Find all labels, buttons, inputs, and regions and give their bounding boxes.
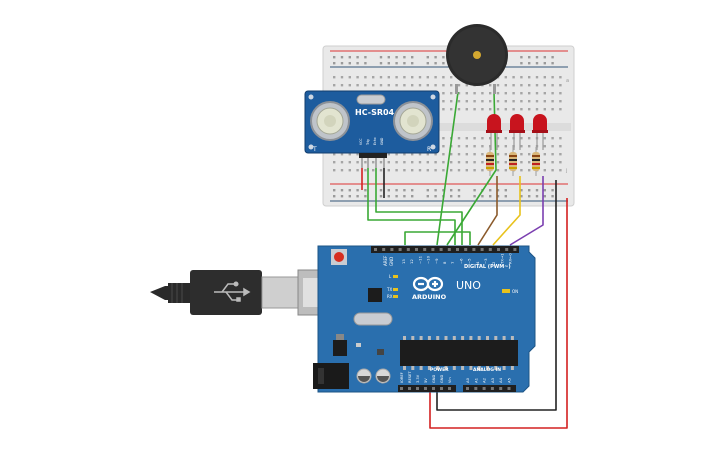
sensor-pin-vcc: VCC (359, 138, 363, 145)
reset-button-icon (331, 249, 347, 265)
sensor-t-marking: T (312, 146, 317, 153)
digital-pin-label: ~6 (458, 258, 463, 264)
resistors (486, 147, 540, 176)
power-pin-label: IOREF (400, 372, 404, 383)
analog-pin-label: A1 (473, 377, 478, 383)
digital-label: DIGITAL (PWM~) (464, 264, 511, 270)
digital-pin-label: ~10 (426, 255, 431, 264)
power-pin-label: 3.3V (416, 374, 420, 383)
wire-red-power (429, 198, 568, 429)
gnd-label: GND (389, 257, 394, 266)
sensor-r-marking: R (427, 146, 431, 153)
digital-pin-label: ~9 (434, 258, 439, 264)
led-3 (532, 114, 548, 150)
digital-pin-label: 4 (475, 261, 480, 264)
wire-brown (477, 176, 498, 246)
transducer-right-icon (393, 101, 433, 141)
mcu-pins (403, 336, 514, 370)
usb-icon (214, 281, 251, 302)
analog-pin-label: A2 (482, 377, 487, 383)
wire-green-buzzer-1 (436, 91, 459, 246)
ultrasonic-sensor: HC-SR04 T R VCC Trig Echo GND (304, 90, 440, 168)
digital-pin-label: 12 (409, 259, 414, 264)
power-pin-label: GND (440, 375, 444, 383)
row-label-a: a (566, 78, 569, 84)
led-l-label: L (389, 274, 392, 279)
digital-pin-label: TX→1 (499, 253, 504, 265)
rx-label: RX (387, 294, 393, 299)
power-pin-label: RESET (408, 371, 412, 383)
digital-pin-label: 13 (401, 259, 406, 264)
digital-pin-label: 7 (450, 261, 455, 264)
aref-label: AREF (383, 255, 388, 266)
wire-green-2 (375, 168, 463, 245)
digital-pin-label: ~5 (467, 258, 472, 264)
analog-pin-label: A4 (498, 377, 503, 383)
power-jack-icon (313, 363, 349, 389)
digital-pin-label: 2 (491, 261, 496, 264)
power-pin-label: 5V (424, 378, 428, 383)
sensor-model: HC-SR04 (355, 108, 395, 117)
wire-black-power (436, 180, 557, 411)
digital-pin-label: RX←0 (508, 253, 513, 264)
wires (361, 91, 568, 429)
row-label-j: j (565, 168, 567, 174)
sensor-pin-trig: Trig (366, 139, 370, 146)
digital-header (374, 248, 517, 251)
on-label: ON (512, 289, 518, 294)
analog-pin-label: A0 (465, 377, 470, 383)
resistor-2 (509, 147, 517, 176)
arduino-brand: ARDUINO (412, 293, 447, 301)
led-2 (509, 114, 525, 150)
digital-pin-label: 8 (442, 261, 447, 264)
sensor-pin-echo: Echo (373, 137, 377, 145)
power-pin-label: GND (432, 375, 436, 383)
leds (486, 114, 548, 150)
digital-pin-label: ~3 (483, 258, 488, 264)
wire-purple (509, 176, 544, 246)
board-name: UNO (456, 279, 481, 292)
sensor-pin-labels: VCC Trig Echo GND (359, 137, 384, 146)
analog-pin-label: A3 (490, 377, 495, 383)
digital-pin-label: ~11 (417, 255, 422, 264)
analog-pin-label: A5 (507, 377, 512, 383)
wire-yellow (492, 176, 521, 246)
analog-label: ANALOG IN (473, 367, 501, 373)
power-label: POWER (430, 367, 449, 373)
led-1 (486, 114, 502, 150)
tx-label: TX (386, 287, 392, 292)
breadboard-row-labels: a j (565, 78, 569, 174)
sensor-header-pins (359, 153, 387, 168)
arduino-logo-icon (412, 276, 444, 292)
piezo-buzzer (446, 24, 508, 94)
bottom-headers (400, 387, 511, 390)
transducer-left-icon (310, 101, 350, 141)
power-pin-labels: IOREF RESET 3.3V 5V GND GND Vin (400, 371, 452, 383)
resistor-3 (532, 147, 540, 176)
sensor-pin-gnd: GND (380, 137, 384, 145)
resistor-1 (486, 147, 494, 176)
power-pin-label: Vin (448, 377, 452, 383)
wire-green-3 (404, 231, 471, 245)
